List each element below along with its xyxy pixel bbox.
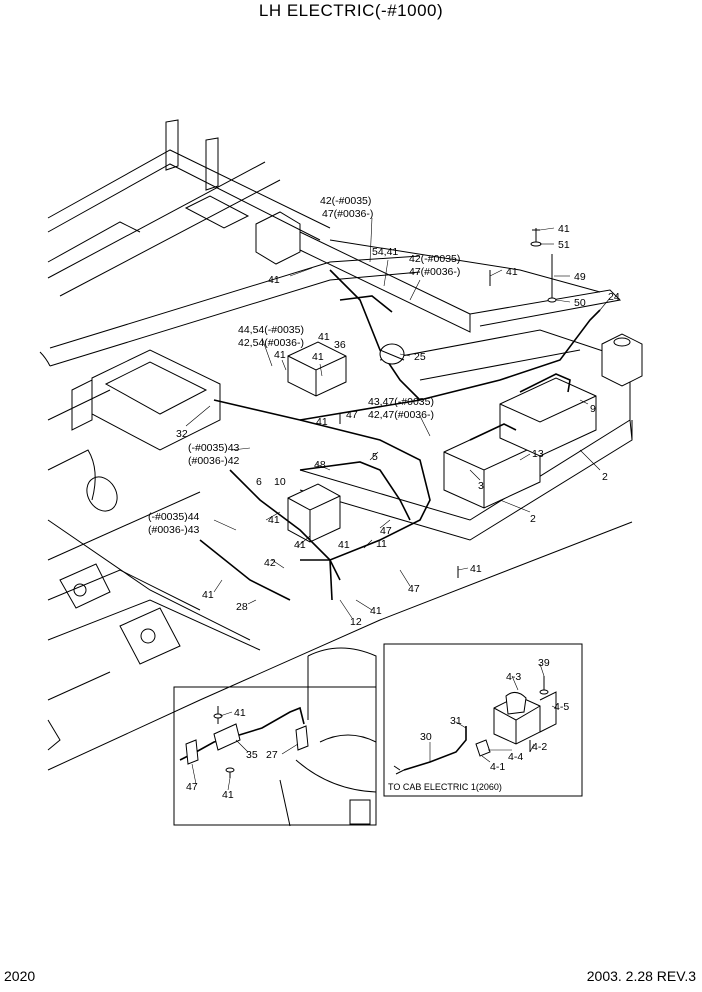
inset2-note: TO CAB ELECTRIC 1(2060)	[388, 782, 502, 792]
callout-42-47-top-line2: 47(#0036-)	[322, 208, 373, 220]
callout-42-47-mid-line1: 42(-#0035)	[409, 253, 460, 265]
callout-41-b: 41	[506, 266, 518, 278]
inset2-callout-4-4: 4-4	[508, 751, 523, 763]
callout-49: 49	[574, 271, 586, 283]
inset1-callout-41-top: 41	[234, 707, 246, 719]
callout-41-k: 41	[202, 589, 214, 601]
callout-42-47-mid-line2: 47(#0036-)	[409, 266, 460, 278]
callout-41-h: 41	[294, 539, 306, 551]
callout-25: 25	[414, 351, 426, 363]
leader-lines	[185, 217, 611, 791]
callout-5: 5	[372, 451, 378, 463]
callout-51: 51	[558, 239, 570, 251]
callout-41-i: 41	[338, 539, 350, 551]
callout-41-c: 41	[318, 331, 330, 343]
inset2-callout-4-5: 4-5	[554, 701, 569, 713]
callout-43-47-line2: 42,47(#0036-)	[368, 409, 434, 421]
callout-9: 9	[590, 403, 596, 415]
callout-54-41: 54,41	[372, 246, 398, 258]
callout-41-d: 41	[274, 349, 286, 361]
callout-41-top-bolt: 41	[558, 223, 570, 235]
inset-sensor-detail	[173, 647, 377, 827]
callout-43-42-left-line1: (-#0035)43	[188, 442, 240, 454]
callout-11: 11	[376, 538, 387, 550]
inset2-callout-39: 39	[538, 657, 550, 669]
callout-47-c: 47	[408, 583, 420, 595]
callout-6: 6	[256, 476, 262, 488]
callout-42-47-top-line1: 42(-#0035)	[320, 195, 371, 207]
page-title: LH ELECTRIC(-#1000)	[258, 1, 444, 20]
callout-28: 28	[236, 601, 248, 613]
callout-13: 13	[532, 448, 544, 460]
callout-32: 32	[176, 428, 188, 440]
callout-44-54-line1: 44,54(-#0035)	[238, 324, 304, 336]
callout-47-b: 47	[380, 525, 392, 537]
callout-41-a: 41	[268, 274, 280, 286]
upper-frame-structure	[39, 119, 643, 771]
callout-2-b: 2	[530, 513, 536, 525]
revision-date: 2003. 2.28 REV.3	[586, 968, 696, 984]
callout-41-j: 41	[470, 563, 482, 575]
inset1-callout-27: 27	[266, 749, 278, 761]
inset2-callout-30: 30	[420, 731, 432, 743]
inset2-callout-4-2: 4-2	[532, 741, 547, 753]
callout-50: 50	[574, 297, 586, 309]
callout-3: 3	[478, 480, 484, 492]
callout-41-e: 41	[312, 351, 324, 363]
callout-36: 36	[334, 339, 346, 351]
callout-labels: 42(-#0035) 47(#0036-) 54,41 42(-#0035) 4…	[148, 195, 620, 801]
callout-24: 24	[608, 291, 620, 303]
callout-48: 48	[314, 459, 326, 471]
page-number: 2020	[4, 968, 36, 984]
inset2-callout-4-1: 4-1	[490, 761, 505, 773]
inset1-callout-47: 47	[186, 781, 198, 793]
inset2-callout-31: 31	[450, 715, 462, 727]
callout-44-54-line2: 42,54(#0036-)	[238, 337, 304, 349]
inset2-callout-4-3: 4-3	[506, 671, 521, 683]
callout-41-l: 41	[370, 605, 382, 617]
callout-2-a: 2	[602, 471, 608, 483]
callout-43-47-line1: 43,47(-#0035)	[368, 396, 434, 408]
callout-43-42-left-line2: (#0036-)42	[188, 455, 240, 467]
callout-10: 10	[274, 476, 286, 488]
callout-41-g: 41	[268, 514, 280, 526]
callout-42: 42	[264, 557, 276, 569]
inset-switch-detail	[383, 643, 583, 797]
callout-12: 12	[350, 616, 362, 628]
callout-47-a: 47	[346, 409, 358, 421]
callout-44-43-left-line2: (#0036-)43	[148, 524, 200, 536]
callout-41-f: 41	[316, 416, 328, 428]
callout-44-43-left-line1: (-#0035)44	[148, 511, 200, 523]
inset1-callout-41-bottom: 41	[222, 789, 234, 801]
inset1-callout-35: 35	[246, 749, 258, 761]
